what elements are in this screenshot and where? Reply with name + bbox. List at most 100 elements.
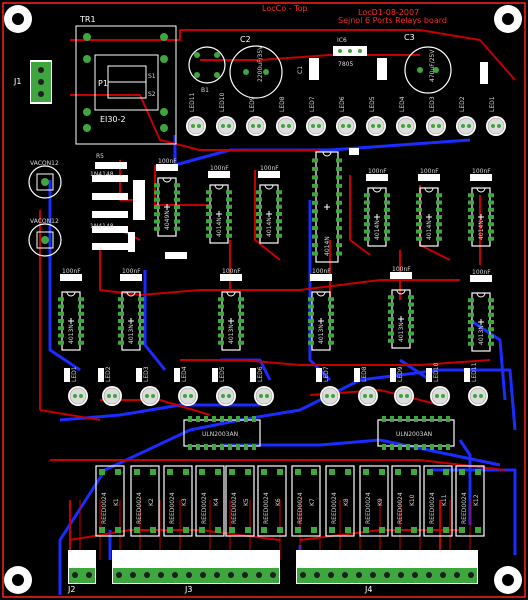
ic-upper-1: 4049N: [154, 177, 180, 237]
cap-label: 100nF: [368, 168, 387, 175]
relay-ref: K1: [113, 498, 120, 506]
relay-k9: REED0024 K9: [359, 465, 389, 537]
led-resistor: [354, 368, 360, 382]
regulator-part: 7805: [338, 61, 353, 68]
ic-label: 4013N: [398, 322, 405, 342]
relay-ref: K11: [441, 494, 448, 506]
cap-label: 100nF: [420, 168, 439, 175]
cap-middle-6: 100nF: [470, 269, 492, 282]
board-date: LocD1-08-2007: [358, 8, 419, 17]
trimmer-vr1: VACON12: [28, 160, 62, 199]
ic-upper-4: 4014N: [364, 187, 390, 247]
led-top-4: LED8: [276, 96, 296, 136]
led-top-3: LED9: [246, 96, 266, 136]
capacitor-c1: C1: [297, 58, 319, 80]
relay-part: REED0024: [101, 492, 108, 524]
cap-label: 100nF: [210, 165, 229, 172]
j1-label: J1: [13, 77, 21, 86]
secondary2-label: S2: [148, 91, 156, 98]
relay-part: REED0024: [331, 492, 338, 524]
diode-label-1: 1N4148: [90, 171, 114, 178]
board-subtitle: Sejnol 6 Ports Relays board: [338, 16, 447, 25]
led-bottom-4: LED4: [178, 366, 198, 406]
relay-ref: K8: [343, 498, 350, 506]
ic-middle-1: 4013N: [58, 291, 84, 351]
trimmer-vr2: VACON12: [28, 218, 62, 257]
connector-j1: J1: [13, 60, 52, 104]
transformer-tr1: TR1 P1 S1 S2 EI30-2: [75, 15, 177, 145]
cap-middle-1: 100nF: [60, 268, 82, 281]
led-label: LED6: [257, 366, 264, 382]
led-label: LED1: [489, 96, 496, 112]
ic-shift-register: 4014N: [312, 151, 342, 263]
relay-ref: K9: [377, 498, 384, 506]
led-bottom-8: LED8: [358, 366, 378, 406]
ic-label: 4014N: [374, 220, 381, 240]
regulator-7805: IC6 7805: [333, 37, 367, 68]
relay-part: REED0024: [297, 492, 304, 524]
led-label: LED5: [219, 366, 226, 382]
capacitor-c3: C3 470uF/25V: [404, 33, 452, 94]
led-top-7: LED5: [366, 96, 386, 136]
led-row-bottom: LED1 LED2 LED3 LED4 LED5 LED6 LED7 LED8 LED9 LED1…: [64, 362, 488, 406]
cap-label: 100nF: [122, 268, 141, 275]
b1-label: B1: [201, 87, 209, 94]
led-resistor: [426, 368, 432, 382]
ic-middle-5: 4013N: [388, 289, 414, 349]
transformer-label: TR1: [79, 15, 96, 24]
ic-label: 4013N: [128, 324, 135, 344]
cap-upper-2: 100nF: [208, 165, 230, 178]
cap-middle-4: 100nF: [310, 268, 332, 281]
relay-part: REED0024: [429, 492, 436, 524]
led-bottom-1: LED1: [68, 366, 88, 406]
cap-label: 100nF: [472, 168, 491, 175]
driver-uln2003-1: ULN2003AN: [183, 416, 261, 450]
led-label: LED8: [361, 366, 368, 382]
led-bottom-5: LED5: [216, 366, 236, 406]
j3-label: J3: [184, 585, 192, 594]
led-resistor: [136, 368, 142, 382]
led-top-10: LED2: [456, 96, 476, 136]
relay-part: REED0024: [201, 492, 208, 524]
ic-label: 4014N: [216, 217, 223, 237]
ic-label: 4013N: [478, 325, 485, 345]
led-label: LED3: [143, 366, 150, 382]
led-top-6: LED6: [336, 96, 356, 136]
relay-ref: K3: [181, 498, 188, 506]
led-resistor: [464, 368, 470, 382]
c2-value: 2200uF/35V: [257, 45, 264, 82]
led-resistor: [316, 368, 322, 382]
led-bottom-10: LED10: [430, 362, 450, 406]
ic-label: 4013N: [228, 324, 235, 344]
cap-label: 100nF: [158, 158, 177, 165]
c1-label: C1: [297, 66, 304, 74]
cap-middle-5: 100nF: [390, 266, 412, 279]
relay-ref: K12: [473, 494, 480, 506]
terminal-row: [68, 550, 478, 584]
c3-label: C3: [404, 33, 415, 42]
mounting-hole-bottom-right: [494, 566, 522, 594]
ic-label: 4014N: [478, 220, 485, 240]
relay-k11: REED0024 K11: [423, 465, 453, 537]
led-label: LED7: [323, 366, 330, 382]
led-label: LED2: [105, 366, 112, 382]
relay-ref: K2: [148, 498, 155, 506]
led-label: LED10: [219, 92, 226, 112]
led-resistor: [174, 368, 180, 382]
relay-part: REED0024: [365, 492, 372, 524]
led-bottom-9: LED9: [394, 366, 414, 406]
terminal-j3: [112, 550, 280, 584]
relay-k8: REED0024 K8: [325, 465, 355, 537]
cap-upper-5: 100nF: [418, 168, 440, 181]
j4-label: J4: [364, 585, 372, 594]
c2-label: C2: [240, 35, 251, 44]
led-label: LED6: [339, 96, 346, 112]
